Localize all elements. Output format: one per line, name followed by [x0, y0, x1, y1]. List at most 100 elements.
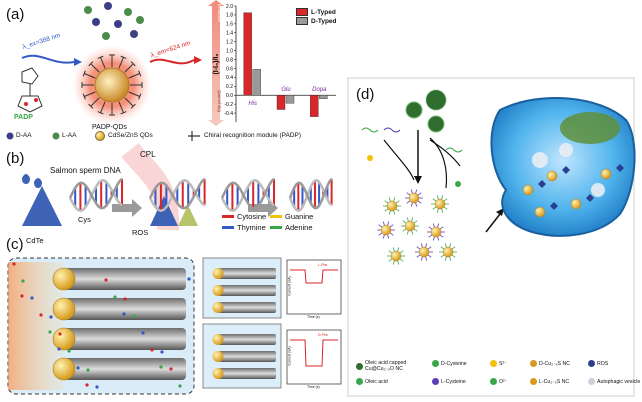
panel-a-legend-icons — [6, 131, 200, 141]
panel-d-legend-entry: O²⁻ — [490, 378, 508, 385]
y-tick-label: 1.0 — [226, 48, 233, 54]
nc-ligand — [393, 210, 396, 215]
ion — [58, 332, 62, 336]
ion — [150, 348, 154, 352]
mini-legend-bottom: D-Phe — [318, 333, 328, 337]
bar — [310, 95, 319, 117]
qd-icon — [95, 131, 105, 141]
nanocluster-icon — [405, 101, 423, 119]
nc-ligand — [443, 206, 448, 210]
nc-ligand — [388, 197, 391, 202]
nc-ligand — [432, 236, 435, 241]
nc-ligand — [378, 224, 383, 228]
base-swatch — [222, 226, 234, 229]
channel-cap — [52, 297, 76, 321]
internalized-nc — [522, 184, 534, 196]
enhance-quench-arrow — [208, 0, 224, 126]
l-cus-icon — [530, 378, 537, 385]
bar — [243, 12, 252, 96]
panel-d-legend-label: L-Cu₂₋ₓS NC — [539, 378, 570, 385]
vesicle-icon — [588, 378, 595, 385]
ion — [30, 296, 34, 300]
d-aa-label: D-AA — [16, 132, 32, 139]
panel-d-legend-label: Autophagic vesicle — [597, 378, 641, 385]
nc-ligand — [413, 220, 418, 224]
nc-ligand — [440, 246, 445, 250]
nc-ligand — [402, 220, 407, 224]
current-plot-top — [286, 259, 342, 315]
nc-ligand — [389, 232, 394, 236]
nc-ligand — [397, 260, 400, 265]
ion — [123, 297, 127, 301]
ros-icon — [586, 194, 594, 202]
nc-ligand — [417, 200, 422, 204]
cdte-label: CdTe — [26, 236, 44, 245]
y-tick-label: 1.2 — [226, 39, 233, 45]
nc-ligand — [388, 210, 391, 215]
panel-d-legend-label: Oleic acid capped Cu@Cu₂₋ₓO NC — [365, 360, 407, 372]
nc-ligand — [382, 234, 385, 239]
nanochannel — [64, 328, 186, 350]
nc-ligand — [425, 243, 428, 248]
dna-strand — [220, 177, 275, 210]
nc-ligand — [416, 246, 421, 250]
panel-c-letter: (c) — [6, 236, 24, 253]
dna-label: Salmon sperm DNA — [50, 166, 121, 175]
ion — [49, 315, 53, 319]
organelle — [560, 112, 620, 144]
mini-nanochannel — [218, 302, 276, 313]
ion — [57, 347, 61, 351]
panel-c-graphic — [7, 257, 342, 395]
nc-ligand — [397, 247, 400, 252]
bar-chart: -0.4-0.20.00.20.40.60.81.01.21.41.61.82.… — [213, 4, 336, 122]
nc-ligand — [428, 234, 433, 238]
emission-arrow — [149, 58, 195, 65]
channel-cap — [52, 267, 76, 291]
panel-d-legend-label: ROS — [597, 360, 609, 367]
nc-ligand — [444, 243, 447, 248]
panel-d-legend-entry: Autophagic vesicle — [588, 378, 640, 385]
mini-legend-top: L-Phe — [318, 263, 328, 267]
nc-ligand — [395, 208, 400, 212]
y-tick-label: 0.8 — [226, 57, 233, 63]
y-tick-label: 1.8 — [226, 13, 233, 19]
nc-ligand — [439, 234, 444, 238]
ion — [85, 383, 89, 387]
nc-ligand — [411, 230, 414, 235]
panel-b-letter: (b) — [6, 150, 25, 167]
d-cus-icon — [530, 360, 537, 367]
module-label: Chiral recognition module (PADP) — [204, 132, 302, 139]
nc-ligand — [443, 198, 448, 202]
nc-ligand — [406, 217, 409, 222]
qds-label: CdSe/ZnS QDs — [108, 132, 153, 139]
panel-d-legend-entry: Oleic acid — [356, 378, 388, 385]
nc-ligand — [415, 189, 418, 194]
internalized-nc — [534, 206, 546, 218]
nc-ligand — [413, 228, 418, 232]
nc-ligand — [436, 208, 439, 213]
nanochannel — [64, 298, 186, 320]
base-legend-entry: Guanine — [270, 212, 313, 221]
channel-cap — [52, 327, 76, 351]
cus-nanocrystal — [386, 200, 398, 212]
sulfide-icon — [490, 360, 497, 367]
nc-ligand — [451, 246, 456, 250]
dna-strand — [148, 177, 206, 210]
nc-ligand — [399, 250, 404, 254]
y-tick-label: 0.4 — [226, 75, 233, 81]
nc-ligand — [427, 246, 432, 250]
cus-nanocrystal — [418, 246, 430, 258]
oleic-acid-icon — [356, 378, 363, 385]
panel-d-legend-entry: D-Cu₂₋ₓS NC — [530, 360, 570, 367]
base-legend-entry: Thymine — [222, 223, 266, 232]
base-label: Adenine — [285, 223, 313, 232]
ion — [187, 277, 191, 281]
vesicle-icon — [532, 152, 548, 168]
panel-d-legend-entry: L-Cysteine — [432, 378, 466, 385]
mini-channel-cap — [212, 368, 224, 379]
ion — [113, 295, 117, 299]
nc-ligand — [387, 221, 390, 226]
nc-ligand — [387, 234, 390, 239]
y-tick-label: 0.2 — [226, 84, 233, 90]
